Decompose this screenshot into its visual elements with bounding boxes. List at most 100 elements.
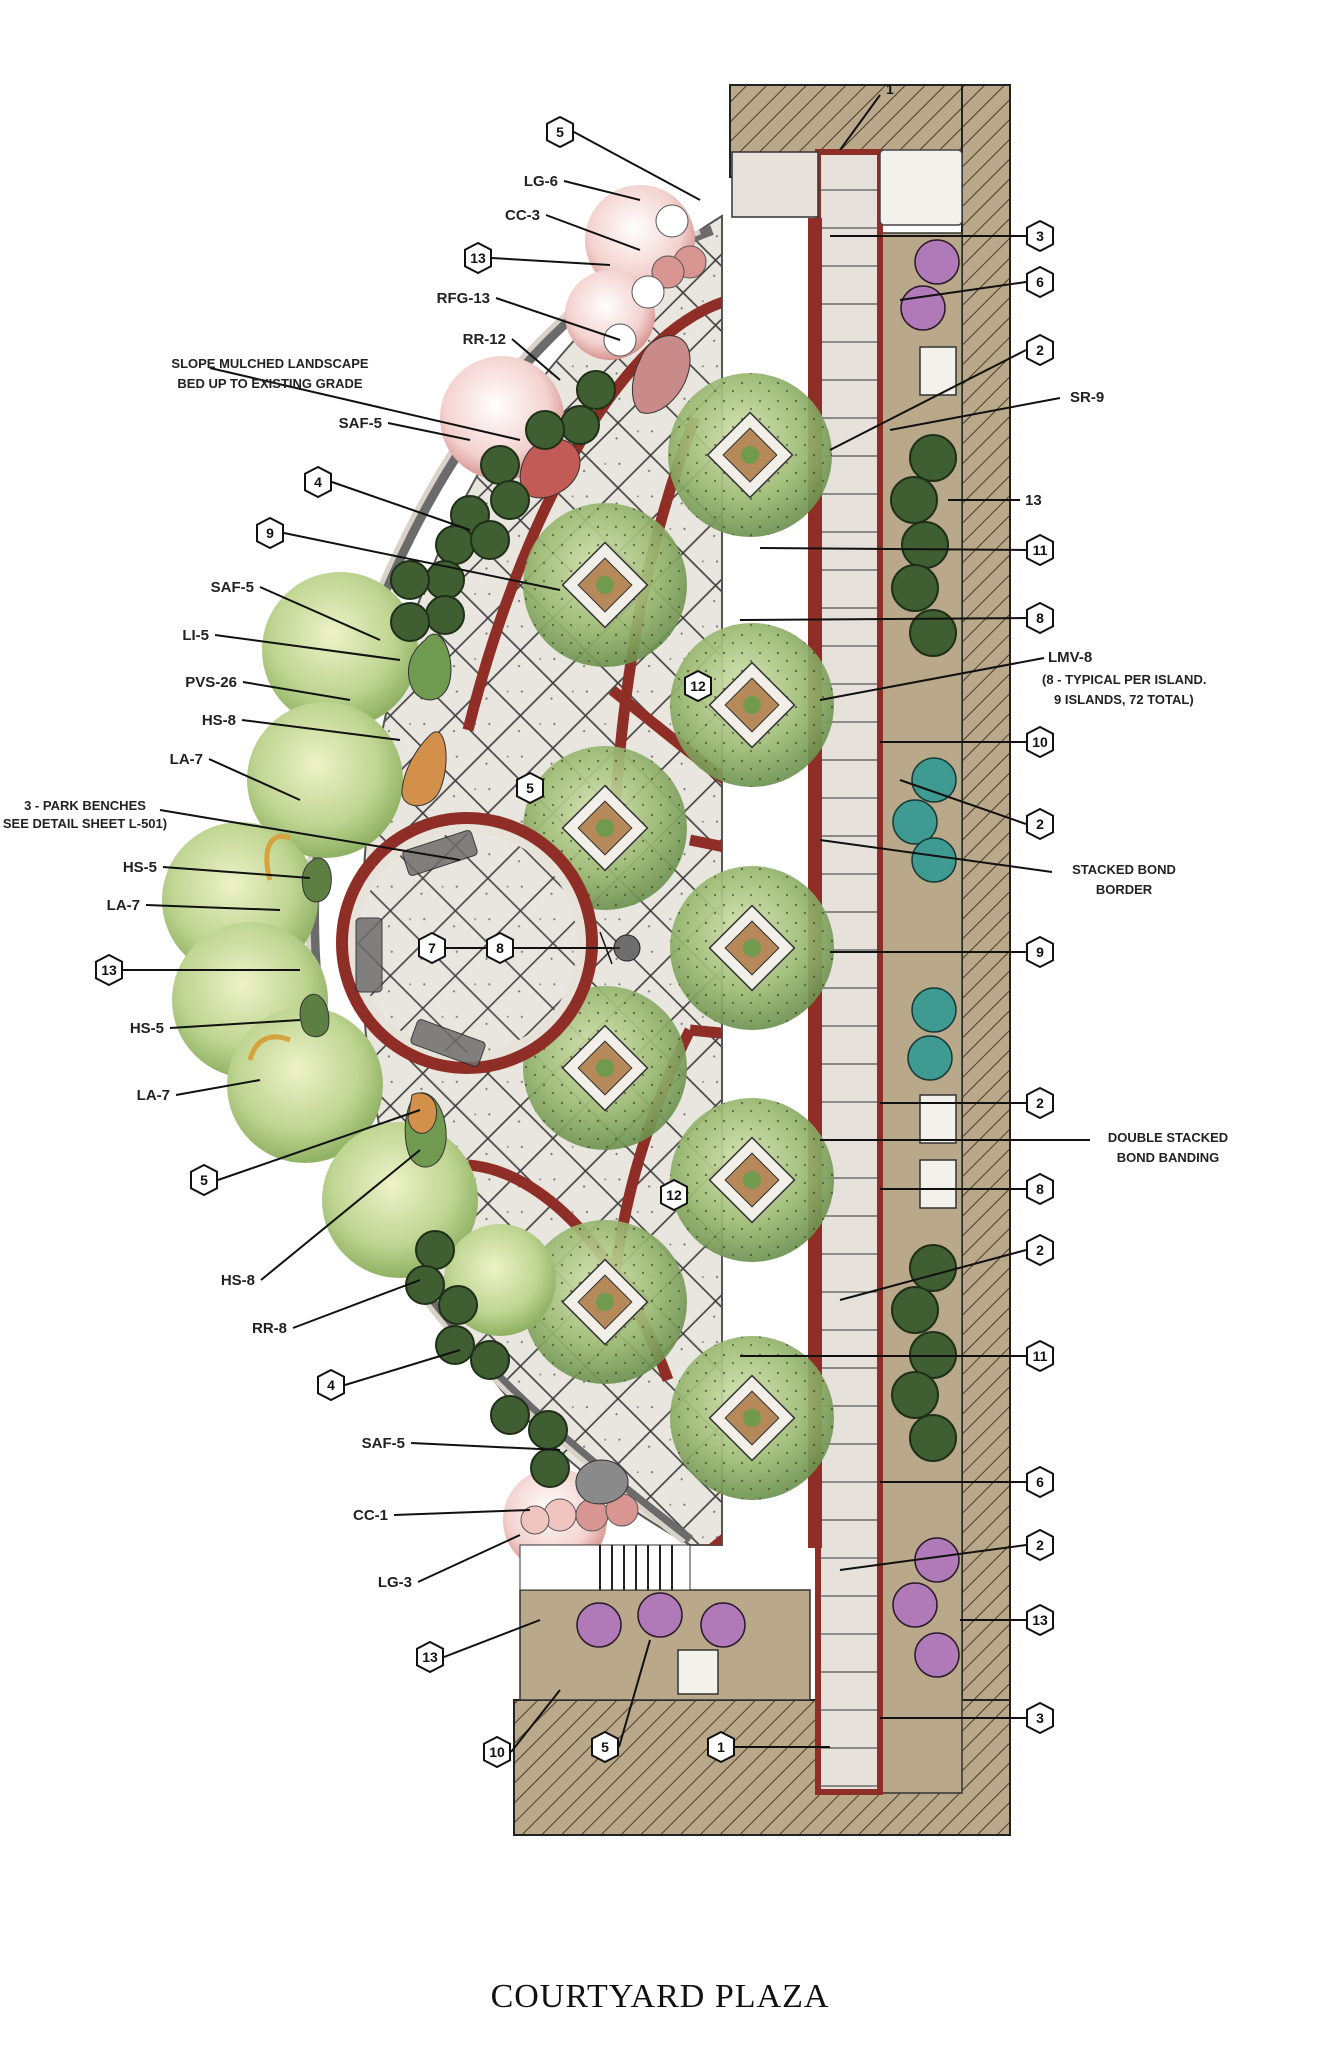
park-benches-line-1: 3 - PARK BENCHES <box>24 798 146 813</box>
plant-label-lg3: LG-3 <box>378 1574 412 1591</box>
lmv-label: LMV-8 <box>1048 649 1092 666</box>
keynote-left-8: 13 <box>416 1640 444 1674</box>
keynote-right-7: 2 <box>1026 807 1054 841</box>
accent-shrub-masses <box>299 633 452 1168</box>
stacked-bond-line-2: BORDER <box>1096 882 1153 897</box>
plain-13-label: 13 <box>1025 492 1042 509</box>
tree-island-2 <box>523 503 687 667</box>
keynote-left-10: 5 <box>591 1730 619 1764</box>
lmv-note-line-1: (8 - TYPICAL PER ISLAND. <box>1042 672 1206 687</box>
plant-label-cc1: CC-1 <box>353 1507 388 1524</box>
svg-text:2: 2 <box>1036 1095 1044 1111</box>
svg-text:6: 6 <box>1036 274 1044 290</box>
svg-text:10: 10 <box>489 1744 505 1760</box>
keynote-right-14: 2 <box>1026 1528 1054 1562</box>
svg-text:7: 7 <box>428 940 436 956</box>
keynote-plan-2: 5 <box>516 771 544 805</box>
keynote-right-1: 3 <box>1026 219 1054 253</box>
east-strip-shrubs <box>576 239 960 1695</box>
keynote-right-16: 3 <box>1026 1701 1054 1735</box>
keynote-left-1: 5 <box>546 115 574 149</box>
callout-notes: SLOPE MULCHED LANDSCAPE BED UP TO EXISTI… <box>3 81 1228 1165</box>
keynote-right-2: 6 <box>1026 265 1054 299</box>
svg-text:13: 13 <box>422 1649 438 1665</box>
keynote-right-11: 2 <box>1026 1233 1054 1267</box>
plant-label-cc3: CC-3 <box>505 207 540 224</box>
plant-label-saf5b: SAF-5 <box>211 579 254 596</box>
keynote-right-9: 2 <box>1026 1086 1054 1120</box>
leader-lines <box>123 94 1090 1753</box>
tree-island-5 <box>670 866 834 1030</box>
svg-text:6: 6 <box>1036 1474 1044 1490</box>
circle-seating-area <box>336 812 641 1074</box>
plant-label-hs8b: HS-8 <box>221 1272 255 1289</box>
west-planting-bed <box>162 185 714 1572</box>
keynote-plan-1: 12 <box>684 669 712 703</box>
plant-label-li5: LI-5 <box>182 627 209 644</box>
keynote-left-3: 4 <box>304 465 332 499</box>
plant-label-hs5a: HS-5 <box>123 859 157 876</box>
keynote-right-8: 9 <box>1026 935 1054 969</box>
keynote-right-12: 11 <box>1026 1339 1054 1373</box>
svg-text:12: 12 <box>666 1187 682 1203</box>
keynote-right-4: 11 <box>1026 533 1054 567</box>
plant-label-la7c: LA-7 <box>137 1087 170 1104</box>
utility-box <box>919 1159 957 1209</box>
plant-label-pvs26: PVS-26 <box>185 674 237 691</box>
utility-box <box>677 1649 719 1695</box>
plant-labels: LG-6CC-3RFG-13RR-12SAF-5SAF-5LI-5PVS-26H… <box>107 173 558 1591</box>
keynote-plan-4: 8 <box>486 931 514 965</box>
tree-island-1 <box>668 373 832 537</box>
tree-islands <box>523 373 834 1500</box>
svg-text:5: 5 <box>601 1739 609 1755</box>
plant-label-saf5c: SAF-5 <box>362 1435 405 1452</box>
keynote-plan-5: 12 <box>660 1178 688 1212</box>
svg-text:13: 13 <box>470 250 486 266</box>
tree-island-3 <box>670 623 834 787</box>
tree-island-9 <box>670 1336 834 1500</box>
svg-text:2: 2 <box>1036 1242 1044 1258</box>
svg-text:5: 5 <box>200 1172 208 1188</box>
keynote-right-3: 2 <box>1026 333 1054 367</box>
svg-text:2: 2 <box>1036 1537 1044 1553</box>
keynote-plan-3: 7 <box>418 931 446 965</box>
north-landing <box>879 149 963 226</box>
sr9-label: SR-9 <box>1070 389 1104 406</box>
keynote-right-15: 13 <box>1026 1603 1054 1637</box>
svg-text:9: 9 <box>266 525 274 541</box>
plant-label-saf5a: SAF-5 <box>339 415 382 432</box>
svg-text:11: 11 <box>1033 542 1048 558</box>
slope-note-line-2: BED UP TO EXISTING GRADE <box>177 376 362 391</box>
svg-text:5: 5 <box>556 124 564 140</box>
double-stacked-line-1: DOUBLE STACKED <box>1108 1130 1228 1145</box>
keynote-left-6: 5 <box>190 1163 218 1197</box>
park-bench <box>355 917 383 993</box>
plant-label-la7a: LA-7 <box>170 751 203 768</box>
keynote-left-9: 10 <box>483 1735 511 1769</box>
keynote-right-13: 6 <box>1026 1465 1054 1499</box>
svg-text:2: 2 <box>1036 342 1044 358</box>
keynote-left-5: 13 <box>95 953 123 987</box>
svg-text:12: 12 <box>690 678 706 694</box>
svg-text:4: 4 <box>327 1377 335 1393</box>
svg-text:1: 1 <box>717 1739 725 1755</box>
svg-text:11: 11 <box>1033 1348 1048 1364</box>
plant-label-hs8a: HS-8 <box>202 712 236 729</box>
svg-text:3: 3 <box>1036 1710 1044 1726</box>
plant-label-rr12: RR-12 <box>463 331 506 348</box>
top-mark: 1 <box>886 81 894 97</box>
tree-island-7 <box>670 1098 834 1262</box>
plant-label-rr8: RR-8 <box>252 1320 287 1337</box>
large-canopy-trees <box>162 572 556 1336</box>
svg-text:10: 10 <box>1032 734 1048 750</box>
slope-note-line-1: SLOPE MULCHED LANDSCAPE <box>171 356 369 371</box>
keynote-right-6: 10 <box>1026 725 1054 759</box>
double-stacked-line-2: BOND BANDING <box>1117 1150 1220 1165</box>
south-steps <box>519 1544 691 1591</box>
svg-text:3: 3 <box>1036 228 1044 244</box>
drawing-title: COURTYARD PLAZA <box>490 1978 830 2015</box>
svg-text:8: 8 <box>1036 610 1044 626</box>
